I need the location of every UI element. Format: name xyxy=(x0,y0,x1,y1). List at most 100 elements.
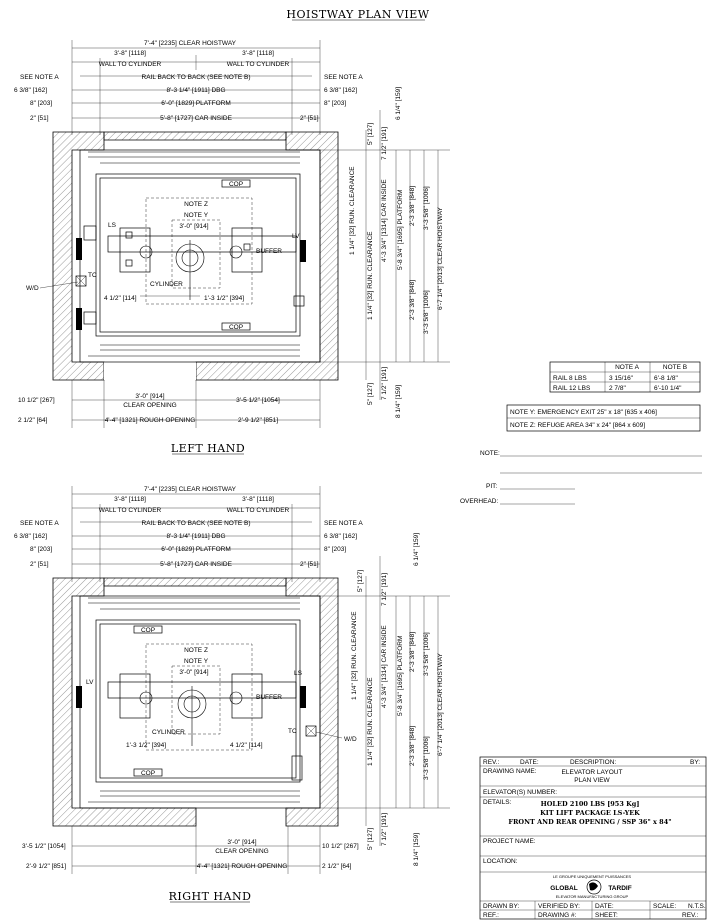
note-z-label-b: NOTE Z xyxy=(184,647,208,654)
vdim-run-clear-2: 1 1/4" [32] RUN. CLEARANCE xyxy=(367,231,374,320)
tb-elevator-number: ELEVATOR(S) NUMBER: xyxy=(483,789,557,796)
dim-one-three-b: 1'-3 1/2" [394] xyxy=(126,742,166,749)
vdim-three-three-rb: 3'-3 5/8" [1006] xyxy=(423,632,430,676)
dim-two-half-b: 2 1/2" [64] xyxy=(322,863,352,870)
tb-sheet: SHEET: xyxy=(595,912,618,919)
dim-rail-back: RAIL BACK TO BACK (SEE NOTE B) xyxy=(142,74,251,81)
dim-clear-hoistway-b: 7'-4" [2235] CLEAR HOISTWAY xyxy=(144,486,237,493)
lv-label: LV xyxy=(292,233,300,240)
lv-label-b: LV xyxy=(86,679,94,686)
right-hand-title: RIGHT HAND xyxy=(169,890,252,903)
dim-wall-to-cyl-right-b: 3'-8" [1118] xyxy=(242,496,274,503)
vdim-six-quarter-b: 6 1/4" [159] xyxy=(413,533,420,566)
buffer-label-b: BUFFER xyxy=(256,694,282,701)
tb-scale-val: N.T.S. xyxy=(688,903,706,910)
overhead-label: OVERHEAD: xyxy=(460,498,498,505)
tb-ref: REF.: xyxy=(483,912,499,919)
dim-wall-to-cyl-right: 3'-8" [1118] xyxy=(242,50,274,57)
dim-three-five: 3'-5 1/2" [1054] xyxy=(236,397,280,404)
tb-drawing-name-2: PLAN VIEW xyxy=(574,777,610,784)
vdim-five-top-b: 5" [127] xyxy=(357,570,364,592)
note-y-label: NOTE Y xyxy=(184,212,209,219)
plan-right-hand: 7'-4" [2235] CLEAR HOISTWAY 3'-8" [1118]… xyxy=(14,486,450,874)
vdim-eight-quarter: 8 1/4" [159] xyxy=(395,385,402,418)
rail-table-header-a: NOTE A xyxy=(615,364,640,371)
dim-two-right: 2" [51] xyxy=(300,115,319,122)
dim-four-half: 4 1/2" [114] xyxy=(104,295,137,302)
dim-dbg-b: 8'-3 1/4" [1911] DBG xyxy=(166,533,225,540)
ls-label: LS xyxy=(108,222,117,229)
rail-table-header-b: NOTE B xyxy=(663,364,687,371)
dim-wall-to-cyl-label-right-b: WALL TO CYLINDER xyxy=(227,507,290,514)
vdim-two-three-b: 2'-3 3/8" [848] xyxy=(409,280,416,320)
vdim-platform-b: 5'-8 3/4" [1695] PLATFORM xyxy=(397,636,404,716)
dim-wall-to-cyl-label-left-b: WALL TO CYLINDER xyxy=(99,507,162,514)
dim-wall-to-cyl-label-right: WALL TO CYLINDER xyxy=(227,61,290,68)
vdim-seven-half-rb: 7 1/2" [191] xyxy=(381,573,388,606)
tb-company-tag: LE GROUPE UNIQUEMENT PUISSANCES xyxy=(553,874,631,879)
tb-date2: DATE: xyxy=(595,903,614,910)
note-label: NOTE: xyxy=(480,450,500,457)
dim-clear-open-label: CLEAR OPENING xyxy=(123,402,176,409)
tb-detail-2: KIT LIFT PACKAGE LS-YEK xyxy=(540,809,640,817)
dim-ten-half: 10 1/2" [267] xyxy=(18,397,55,404)
vdim-three-three-b: 3'-3 5/8" [1006] xyxy=(423,290,430,334)
tb-details: DETAILS: xyxy=(483,799,512,806)
dim-clear-hoistway: 7'-4" [2235] CLEAR HOISTWAY xyxy=(144,40,237,47)
cop-top-b: COP xyxy=(141,627,155,634)
tb-detail-1: HOLED 2100 LBS [953 Kg] xyxy=(541,800,640,808)
dim-eight-right-b: 8" [203] xyxy=(324,546,346,553)
wd-label: W/D xyxy=(26,285,39,292)
cop-bottom: COP xyxy=(229,324,243,331)
note-z-text: NOTE Z: REFUGE AREA 34" x 24" [864 x 609… xyxy=(510,422,645,429)
dim-two-half: 2 1/2" [64] xyxy=(18,417,48,424)
dim-wall-to-cyl-left: 3'-8" [1118] xyxy=(114,50,146,57)
note-a-left: SEE NOTE A xyxy=(20,74,59,81)
rail-table: NOTE A NOTE B RAIL 8 LBS 3 15/16" 6'-8 1… xyxy=(549,361,701,393)
dim-rough-open: 4'-4" [1321] ROUGH OPENING xyxy=(105,417,196,424)
dim-dbg: 8'-3 1/4" [1911] DBG xyxy=(166,87,225,94)
vdim-two-three-rb: 2'-3 3/8" [848] xyxy=(409,632,416,672)
tb-description: DESCRIPTION: xyxy=(570,759,616,766)
rail-table-cell: 3 15/16" xyxy=(609,375,634,382)
dim-platform: 6'-0" [1829] PLATFORM xyxy=(161,100,231,107)
dim-wall-to-cyl-left-b: 3'-8" [1118] xyxy=(114,496,146,503)
vdim-clear-hoistway-b: 6'-7 1/4" [2013] CLEAR HOISTWAY xyxy=(437,652,444,756)
dim-car-inside-b: 5'-8" [1727] CAR INSIDE xyxy=(160,561,232,568)
rail-table-cell: RAIL 8 LBS xyxy=(553,375,587,382)
dim-clear-open: 3'-0" [914] xyxy=(135,393,164,400)
vdim-platform: 5'-8 3/4" [1695] PLATFORM xyxy=(397,190,404,270)
dim-two-left: 2" [51] xyxy=(30,115,49,122)
vdim-three-three-rb2: 3'-3 5/8" [1006] xyxy=(423,736,430,780)
cop-top: COP xyxy=(229,181,243,188)
vdim-run-clear-2b: 1 1/4" [32] RUN. CLEARANCE xyxy=(367,677,374,766)
dim-three-five-b: 3'-5 1/2" [1054] xyxy=(22,843,66,850)
tb-project-name: PROJECT NAME: xyxy=(483,838,536,845)
vdim-eight-quarter-b: 8 1/4" [159] xyxy=(413,833,420,866)
note-a-right: SEE NOTE A xyxy=(324,74,363,81)
dim-side-right-b: 6 3/8" [162] xyxy=(324,533,357,540)
tb-company-sub: ELEVATOR MANUFACTURING GROUP xyxy=(556,894,629,899)
dim-four-half-b: 4 1/2" [114] xyxy=(230,742,263,749)
vdim-run-clear-1: 1 1/4" [32] RUN. CLEARANCE xyxy=(349,166,356,255)
vdim-clear-hoistway: 6'-7 1/4" [2013] CLEAR HOISTWAY xyxy=(437,206,444,310)
rail-table-cell: 2 7/8" xyxy=(609,385,626,392)
dim-platform-b: 6'-0" [1829] PLATFORM xyxy=(161,546,231,553)
dim-two-right-b: 2" [51] xyxy=(300,561,319,568)
tb-verified-by: VERIFIED BY: xyxy=(538,903,580,910)
dim-one-three: 1'-3 1/2" [394] xyxy=(204,295,244,302)
dim-eight-right: 8" [203] xyxy=(324,100,346,107)
vdim-five-bot: 5" [127] xyxy=(367,383,374,405)
vdim-car-inside-b: 4'-3 3/4" [1314] CAR INSIDE xyxy=(381,625,388,708)
dim-clear-open-label-b: CLEAR OPENING xyxy=(215,848,268,855)
tb-date: DATE: xyxy=(520,759,539,766)
pit-label: PIT: xyxy=(486,483,497,490)
dim-ten-half-b: 10 1/2" [267] xyxy=(322,843,359,850)
left-hand-title: LEFT HAND xyxy=(171,442,245,455)
tb-scale: SCALE: xyxy=(653,903,676,910)
dim-914: 3'-0" [914] xyxy=(179,223,208,230)
rail-table-cell: 6'-8 1/8" xyxy=(654,375,678,382)
dim-rail-back-b: RAIL BACK TO BACK (SEE NOTE B) xyxy=(142,520,251,527)
dim-eight-left-b: 8" [203] xyxy=(30,546,52,553)
